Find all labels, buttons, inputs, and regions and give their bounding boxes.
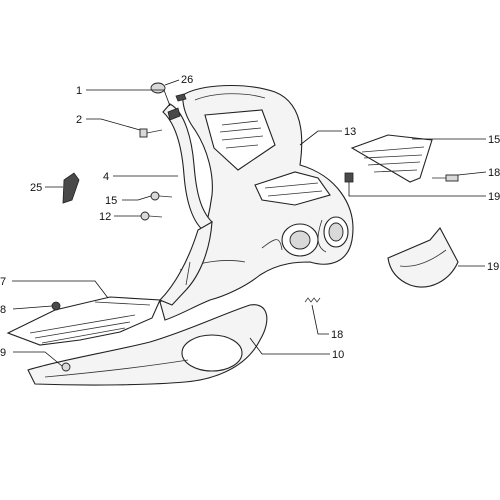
nut-8 xyxy=(51,301,61,311)
lower-fairing-10 xyxy=(27,304,268,386)
cap-part-26 xyxy=(150,82,166,94)
spring-18 xyxy=(304,297,321,303)
callout-15: 15 xyxy=(488,134,500,146)
leader-7 xyxy=(12,280,109,299)
callout-10: 10 xyxy=(332,349,344,361)
leader-8 xyxy=(12,305,53,310)
screw-2 xyxy=(139,128,163,138)
callout-12: 15 xyxy=(105,195,117,207)
leader-17 xyxy=(348,182,486,197)
leader-10 xyxy=(249,337,330,355)
grille-15 xyxy=(350,134,433,183)
callout-7: 7 xyxy=(0,276,6,288)
leader-12 xyxy=(122,195,152,201)
callout-2: 2 xyxy=(76,114,82,126)
bolt-16 xyxy=(432,174,459,182)
clip-17 xyxy=(344,172,354,183)
cover-19 xyxy=(387,227,459,288)
callout-8: 8 xyxy=(0,304,6,316)
callout-26: 26 xyxy=(181,74,193,86)
leader-2 xyxy=(86,118,141,131)
leader-16 xyxy=(457,171,487,176)
leader-1 xyxy=(86,89,171,107)
callout-1: 1 xyxy=(76,85,82,97)
screw-9 xyxy=(61,362,71,372)
callout-4: 4 xyxy=(103,171,109,183)
leader-18 xyxy=(311,304,329,335)
callout-9: 9 xyxy=(0,347,6,359)
callout-19: 19 xyxy=(487,261,499,273)
screw-12 xyxy=(150,191,173,201)
left-trim-strip xyxy=(159,103,213,306)
callout-11: 12 xyxy=(99,211,111,223)
clip-part xyxy=(167,107,181,121)
reflector-25 xyxy=(62,172,80,204)
leader-9 xyxy=(13,351,63,367)
callout-16: 18 xyxy=(488,167,500,179)
callout-13: 13 xyxy=(344,126,356,138)
top-clip xyxy=(175,93,187,102)
leader-26 xyxy=(164,79,180,86)
callout-18: 18 xyxy=(331,329,343,341)
callout-17: 19 xyxy=(488,191,500,203)
front-shield xyxy=(159,85,354,321)
floor-panel-7 xyxy=(6,296,161,346)
callout-25: 25 xyxy=(30,182,42,194)
screw-11 xyxy=(140,211,163,221)
leader-13 xyxy=(299,130,342,146)
